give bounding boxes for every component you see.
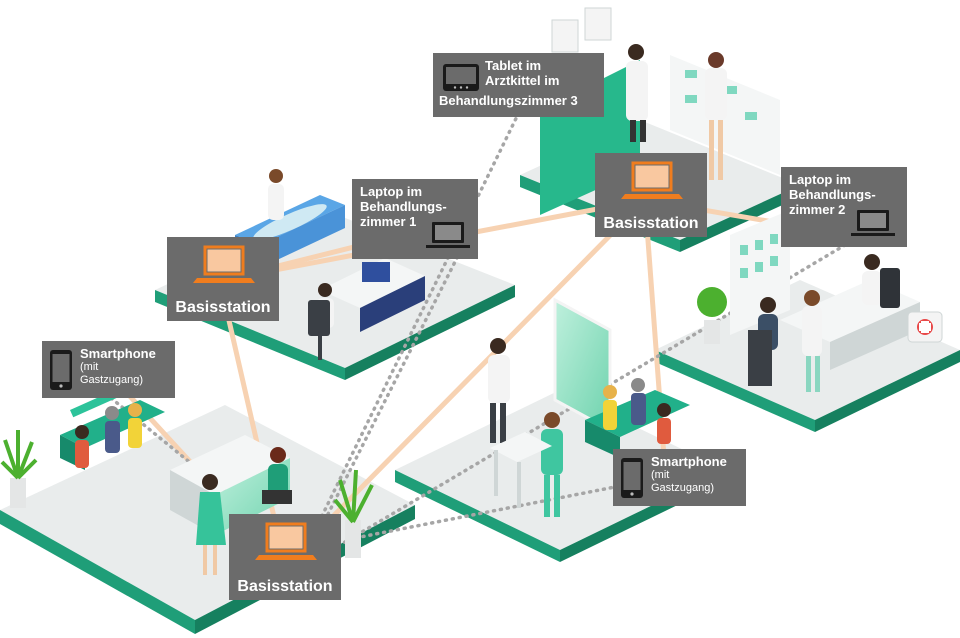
base-station-bottom: Basisstation xyxy=(229,514,341,600)
base-station-label: Basisstation xyxy=(603,215,699,232)
device-label-line: Laptop im xyxy=(789,172,852,187)
first-aid-kit xyxy=(907,311,943,343)
base-station-label: Basisstation xyxy=(175,299,271,316)
device-label-sub: (mit xyxy=(651,469,670,481)
device-label-line: Laptop im xyxy=(360,184,423,199)
doctor-2 xyxy=(862,254,900,308)
device-label-line: Behandlungs- xyxy=(789,187,876,202)
device-label-line: Behandlungs- xyxy=(360,199,447,214)
doctor-1-seated xyxy=(308,283,334,360)
smartphone-icon xyxy=(50,350,72,390)
visitor xyxy=(196,474,226,575)
receptionist xyxy=(262,447,292,504)
dotted-link-smartphone-right xyxy=(343,483,627,542)
device-tablet-room-3: Tablet im Arztkittel im Behandlungszimme… xyxy=(433,53,604,117)
plant-right xyxy=(697,287,727,344)
base-station-left: Basisstation xyxy=(167,237,279,321)
dotted-link-tablet xyxy=(318,98,527,522)
device-label-sub: Gastzugang) xyxy=(80,374,143,386)
tablet-icon xyxy=(443,64,479,91)
device-smartphone-left: Smartphone (mit Gastzugang) xyxy=(42,341,175,398)
doctor-waiting xyxy=(488,338,510,443)
base-station-label: Basisstation xyxy=(237,578,333,595)
patient-2 xyxy=(748,297,778,386)
device-laptop-room-1: Laptop im Behandlungs- zimmer 1 xyxy=(352,179,478,259)
device-label-sub: (mit xyxy=(80,361,99,373)
plant-left xyxy=(0,430,38,508)
smartphone-icon xyxy=(621,458,643,498)
device-laptop-room-2: Laptop im Behandlungs- zimmer 2 xyxy=(781,167,907,247)
nurse-2 xyxy=(802,290,822,392)
plant-center xyxy=(333,469,374,558)
pharmacist xyxy=(705,52,727,180)
waiting-people-right xyxy=(603,378,671,444)
nurse-waiting xyxy=(541,412,563,517)
base-station-top: Basisstation xyxy=(595,153,707,237)
nurse-1 xyxy=(268,169,284,220)
device-label-sub: Gastzugang) xyxy=(651,482,714,494)
medical-cart xyxy=(490,432,552,508)
laptop-icon xyxy=(426,222,470,248)
dotted-link-laptop-1 xyxy=(318,230,472,532)
device-label-title: Smartphone xyxy=(80,346,156,361)
device-label-line: Tablet im xyxy=(485,58,542,73)
doctor-pharmacy xyxy=(626,44,648,142)
laptop-icon xyxy=(255,522,317,560)
device-label-line: Behandlungszimmer 3 xyxy=(439,93,578,108)
desk-1 xyxy=(320,258,425,332)
waiting-people-left xyxy=(75,403,142,468)
device-label-title: Smartphone xyxy=(651,454,727,469)
device-smartphone-right: Smartphone (mit Gastzugang) xyxy=(613,449,746,506)
laptop-icon xyxy=(621,161,683,199)
laptop-icon xyxy=(851,210,895,236)
link-base-bottom-to-base-top xyxy=(282,197,648,568)
device-label-line: zimmer 1 xyxy=(360,214,417,229)
device-label-line: zimmer 2 xyxy=(789,202,846,217)
device-label-line: Arztkittel im xyxy=(485,73,560,88)
laptop-icon xyxy=(193,245,255,283)
